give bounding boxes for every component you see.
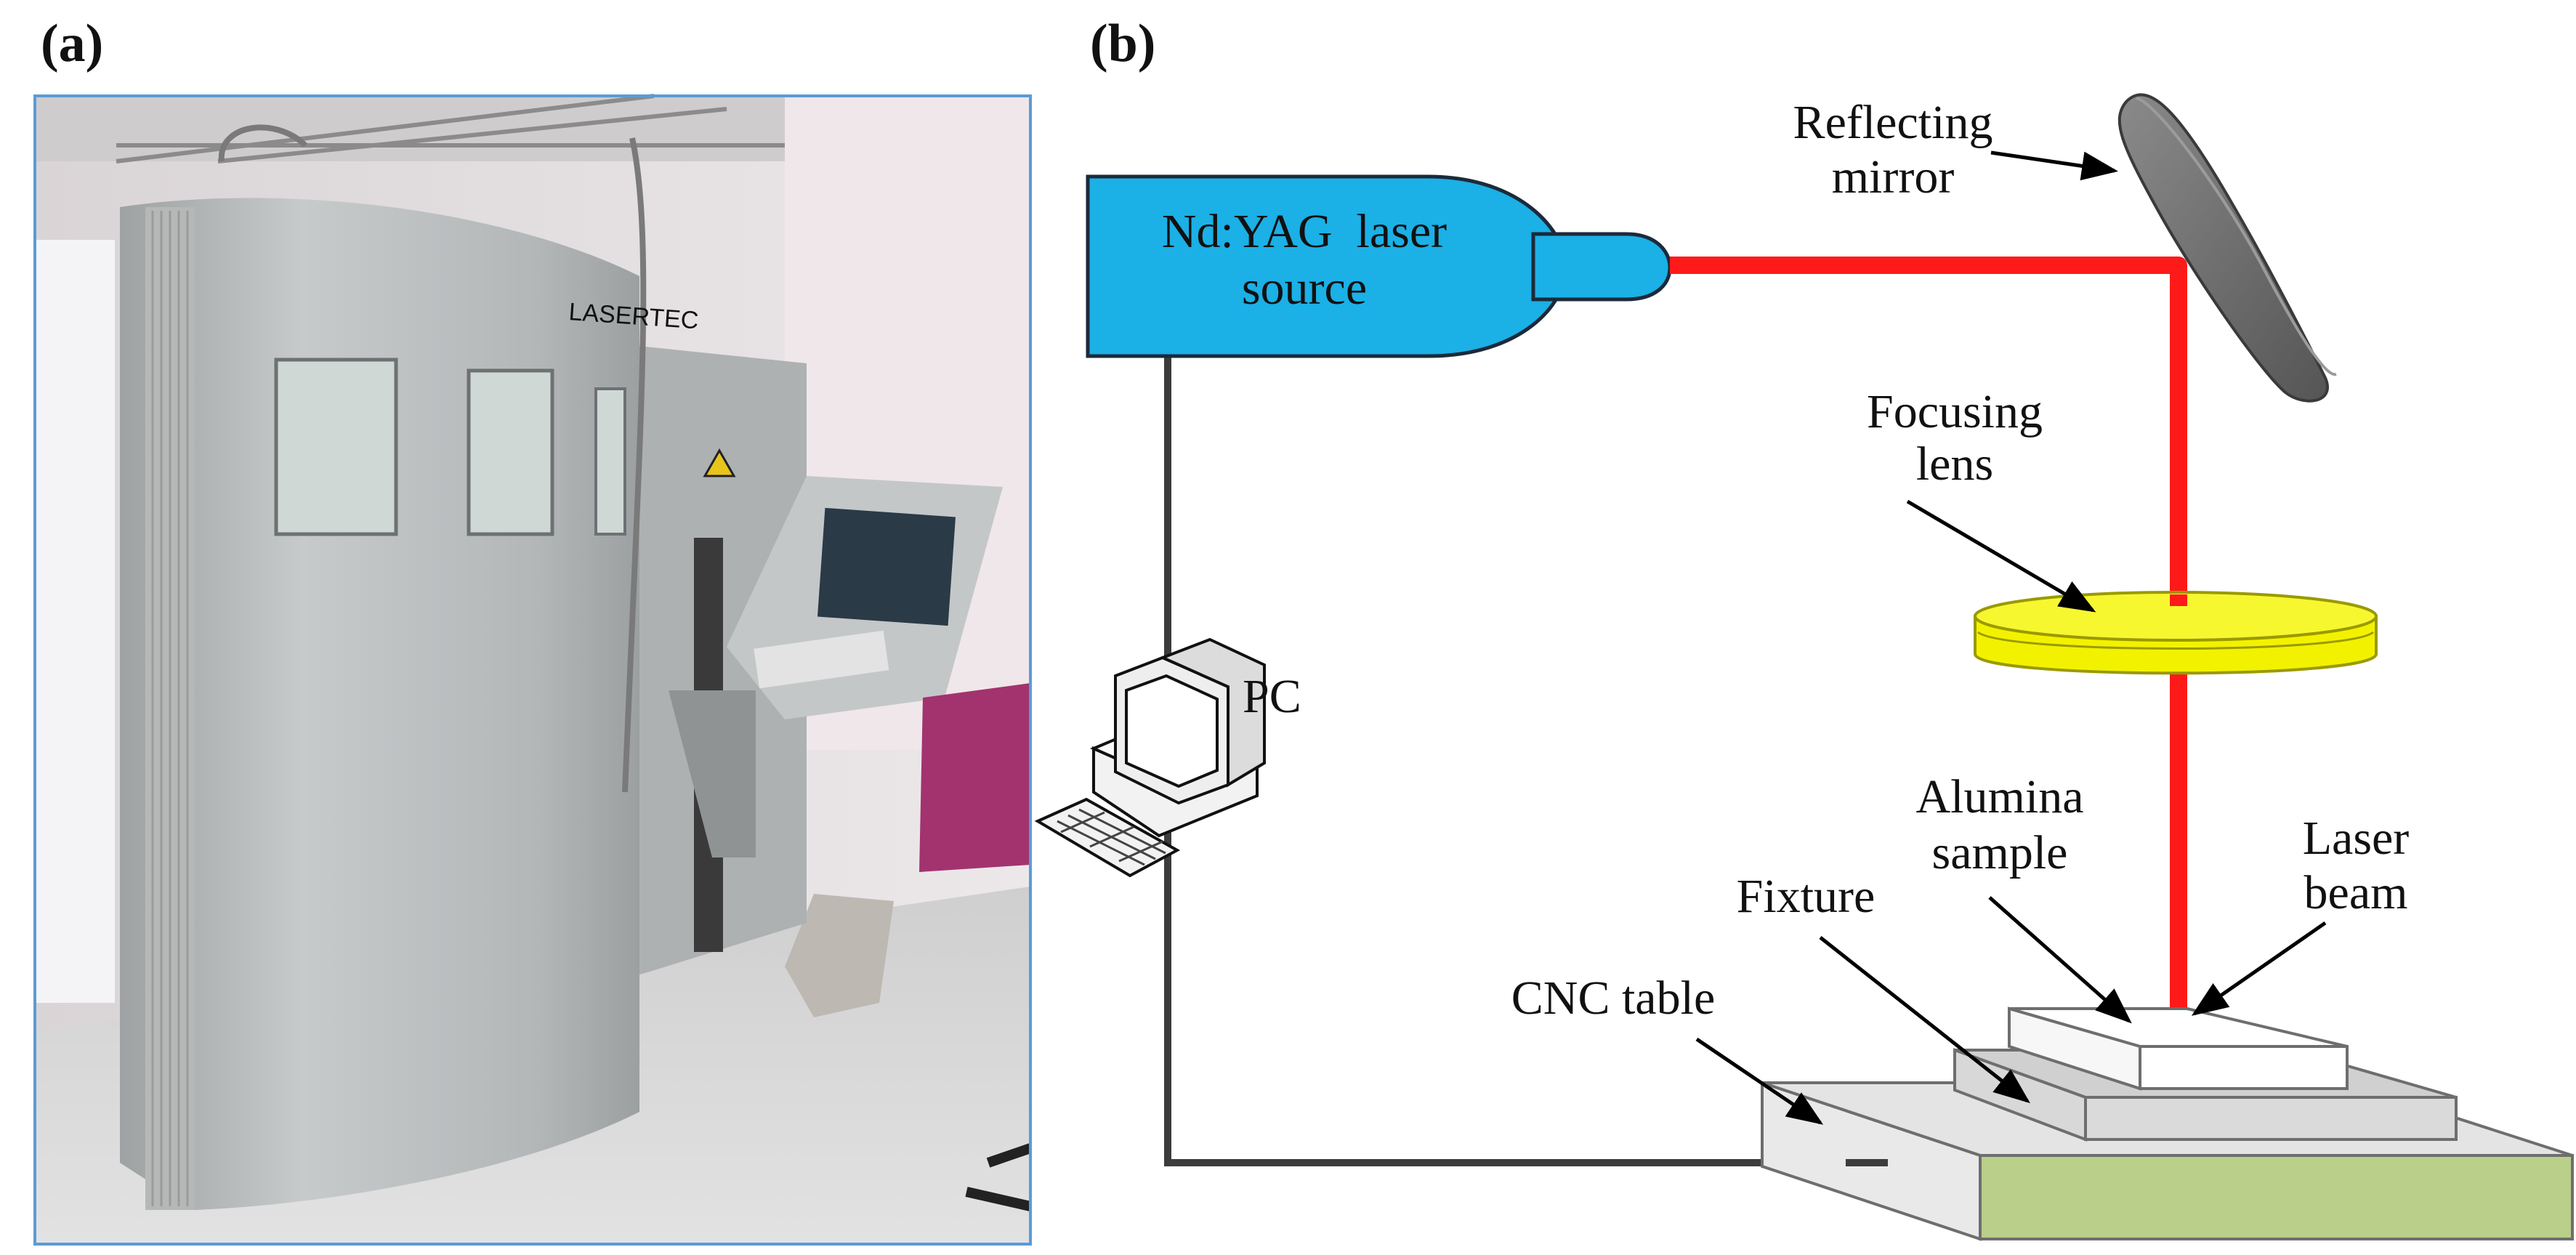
warning-sign <box>703 448 736 477</box>
sample-arrow <box>1988 896 2132 1024</box>
panel-a-tag: (a) <box>41 14 103 73</box>
pc-monitor-back <box>1158 637 1266 788</box>
machine-photo: LASERTEC <box>33 94 1033 1246</box>
machine-window-1 <box>274 358 398 536</box>
beam-label-2: beam <box>2304 866 2408 919</box>
pc-icon <box>1034 637 1266 878</box>
pc-label: PC <box>1243 670 1301 723</box>
machine-cable <box>218 124 647 793</box>
panel-b-tag: (b) <box>1090 14 1155 73</box>
table-arrow <box>1695 1037 1824 1125</box>
pc-keyboard-keys <box>1057 808 1166 866</box>
machine-window-3 <box>594 387 626 536</box>
laser-source: Nd:YAG laser source <box>1086 174 1672 358</box>
magenta-cabinet <box>919 683 1030 872</box>
control-panel-keyboard <box>754 630 889 689</box>
mirror-label-2: mirror <box>1832 150 1955 203</box>
ribbed-lines <box>151 211 189 1206</box>
beam-through-lens <box>2170 594 2187 606</box>
sample-label-1: Alumina <box>1916 770 2084 823</box>
mirror-label-1: Reflecting <box>1793 96 1993 149</box>
ceiling-truss <box>116 94 872 164</box>
lens-band <box>1977 631 2374 650</box>
pc-screen <box>1125 674 1219 788</box>
laser-beam <box>1670 257 2187 1025</box>
reflecting-mirror <box>2117 93 2337 403</box>
table-front-face <box>1979 1154 2574 1240</box>
control-panel-screen <box>817 507 956 626</box>
beam-arrow <box>2191 921 2327 1016</box>
floor-stain <box>785 894 894 1017</box>
lens-arrow <box>1906 499 2096 613</box>
machine-window-2 <box>467 368 554 536</box>
fixture-arrow <box>1819 936 2030 1104</box>
mirror-arrow <box>1990 150 2118 181</box>
alumina-sample <box>2008 1006 2349 1091</box>
beam-label-1: Laser <box>2303 812 2410 865</box>
mirror-rim <box>2136 97 2337 376</box>
chair-legs <box>965 1143 1033 1211</box>
fixture-label: Fixture <box>1737 870 1876 923</box>
lens-label-2: lens <box>1916 437 1993 491</box>
laser-source-label-2: source <box>1242 262 1367 315</box>
laser-source-label-1: Nd:YAG laser <box>1162 205 1447 258</box>
machine-main-cabinet <box>120 198 639 1210</box>
left-board <box>35 240 115 1003</box>
laser-source-nozzle <box>1531 232 1672 302</box>
table-label: CNC table <box>1511 972 1715 1025</box>
sample-front <box>2139 1045 2349 1090</box>
lens-label-1: Focusing <box>1867 385 2043 438</box>
focusing-lens <box>1974 591 2378 675</box>
photo-frame <box>33 94 1032 1246</box>
fixture-front <box>2084 1096 2458 1141</box>
mirror-disk <box>2117 93 2329 403</box>
sample-label-2: sample <box>1932 826 2068 879</box>
pc-cable <box>1164 356 1888 1166</box>
control-arm <box>669 690 756 857</box>
